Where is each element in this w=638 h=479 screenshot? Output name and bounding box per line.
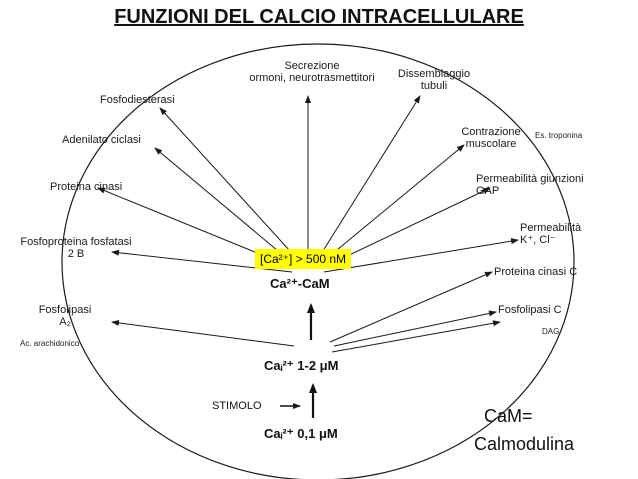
target-fosfolipasi-a2: Fosfolipasi A₂: [38, 304, 92, 328]
arrows-from-ca-high: [111, 271, 501, 353]
note-arachidonico: Ac. arachidonico: [20, 339, 80, 348]
ca-calmodulin-label: Ca²⁺-CaM: [270, 276, 330, 291]
stimolo-label: STIMOLO: [212, 400, 262, 412]
target-secrezione: Secrezione ormoni, neurotrasmettitori: [249, 60, 375, 84]
target-proteina-cinasi-c: Proteina cinasi C: [494, 266, 578, 278]
page-title: FUNZIONI DEL CALCIO INTRACELLULARE: [114, 6, 524, 28]
note-dag: DAG: [542, 327, 560, 336]
target-contrazione: Contrazione muscolare: [461, 126, 521, 150]
target-permeabilita-k-cl: Permeabilità K⁺, Cl⁻: [520, 222, 582, 246]
target-permeabilita-gap: Permeabilità giunzioni GAP: [476, 173, 584, 197]
target-fosfodiesterasi: Fosfodiesterasi: [100, 94, 175, 106]
target-fosfolipasi-c: Fosfolipasi C: [498, 304, 562, 316]
target-proteina-cinasi: Proteina cinasi: [50, 181, 123, 193]
threshold-highlight: [Ca²⁺] > 500 nM: [255, 249, 352, 269]
outer-cell-ellipse: [61, 43, 575, 479]
ca-low-concentration: Caᵢ²⁺ 0,1 μM: [264, 426, 338, 441]
ca-high-concentration: Caᵢ²⁺ 1-2 μM: [264, 358, 339, 373]
target-disassemblaggio: Dissemblaggio tubuli: [397, 68, 471, 92]
legend-calmodulina: Calmodulina: [474, 434, 575, 454]
target-fosfoproteina-fosfatasi: Fosfoproteina fosfatasi 2 B: [20, 236, 132, 260]
legend-cam: CaM=: [484, 406, 533, 426]
arrows-from-ca-cam: [97, 95, 519, 273]
note-troponina: Es. troponina: [535, 131, 583, 140]
target-adenilato-ciclasi: Adenilato ciclasi: [62, 134, 141, 146]
